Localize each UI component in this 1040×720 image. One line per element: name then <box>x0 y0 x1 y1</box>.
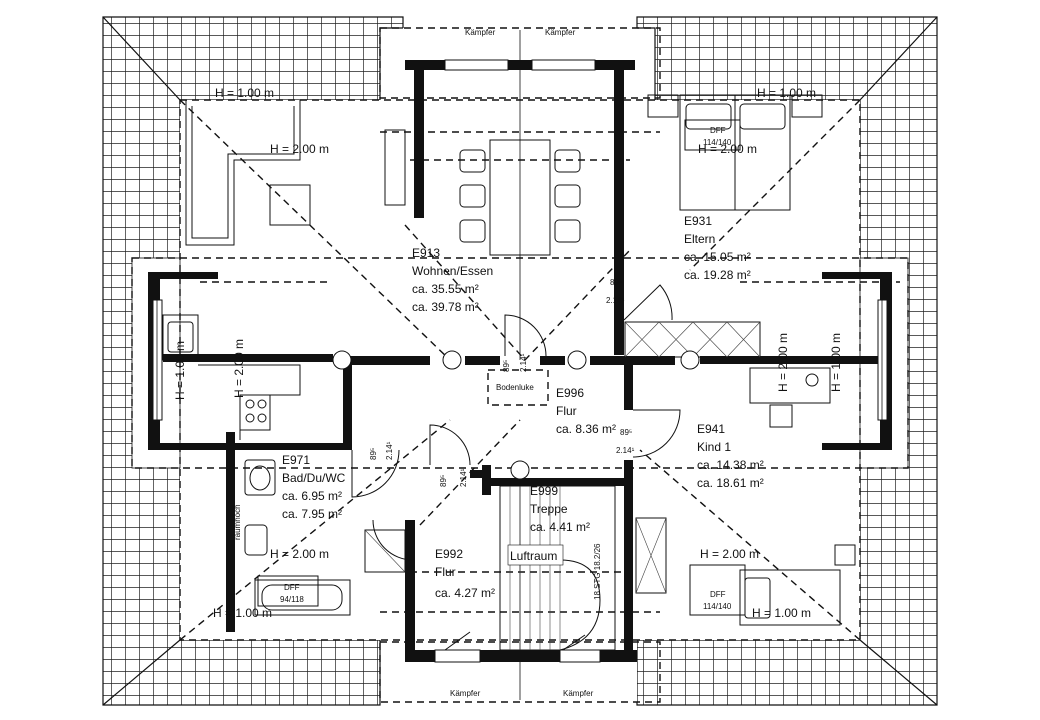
door-width-label: 89⁵ <box>502 360 511 372</box>
height-label: H = 2.00 m <box>232 339 246 398</box>
door-width-label: 89⁵ <box>610 278 622 287</box>
kaempfer-label: Kämpfer <box>450 689 481 698</box>
door-height-label: 2.14¹ <box>606 296 625 305</box>
dff-size-label: 114/140 <box>703 138 732 147</box>
room-id-e992: E992 <box>435 547 463 561</box>
room-labels: E913 Wohnen/Essen ca. 35.55 m² ca. 39.78… <box>282 214 764 600</box>
room-area1-e996: ca. 8.36 m² <box>556 422 616 436</box>
room-name-e996: Flur <box>556 404 577 418</box>
misc-labels: Kämpfer Kämpfer Kämpfer Kämpfer Bodenluk… <box>233 28 732 698</box>
height-label: H = 1.00 m <box>173 341 187 400</box>
height-label: H = 1.00 m <box>213 606 272 620</box>
room-area2-e913: ca. 39.78 m² <box>412 300 479 314</box>
kaempfer-label: Kämpfer <box>465 28 496 37</box>
stair-label: 18 STG 18.2/26 <box>593 543 602 600</box>
height-label: H = 2.00 m <box>776 333 790 392</box>
room-area1-e931: ca. 15.05 m² <box>684 250 751 264</box>
height-label: H = 2.00 m <box>270 547 329 561</box>
door-height-label: 2.14¹ <box>616 446 635 455</box>
dff-size-label: 114/140 <box>703 602 732 611</box>
room-id-e999: E999 <box>530 484 558 498</box>
kaempfer-label: Kämpfer <box>563 689 594 698</box>
room-area1-e971: ca. 6.95 m² <box>282 489 342 503</box>
door-height-label: 2.14¹ <box>519 353 528 372</box>
room-id-e971: E971 <box>282 453 310 467</box>
door-height-label: 2.14¹ <box>385 441 394 460</box>
height-label: H = 1.00 m <box>829 333 843 392</box>
height-labels: H = 1.00 m H = 2.00 m H = 1.00 m H = 2.0… <box>173 86 843 620</box>
room-id-e931: E931 <box>684 214 712 228</box>
room-area1-e941: ca. 14.38 m² <box>697 458 764 472</box>
room-name-e941: Kind 1 <box>697 440 731 454</box>
room-area1-e992: ca. 4.27 m² <box>435 586 495 600</box>
luftraum-label: Luftraum <box>510 549 557 563</box>
door-height-label: 2.14¹ <box>459 468 468 487</box>
room-id-e941: E941 <box>697 422 725 436</box>
room-id-e996: E996 <box>556 386 584 400</box>
height-label: H = 1.00 m <box>752 606 811 620</box>
raumhoch-label: raumhoch <box>233 504 242 540</box>
room-area1-e999: ca. 4.41 m² <box>530 520 590 534</box>
height-label: H = 2.00 m <box>698 142 757 156</box>
height-label: H = 1.00 m <box>757 86 816 100</box>
room-name-e931: Eltern <box>684 232 715 246</box>
windows <box>152 59 888 663</box>
door-width-label: 89⁵ <box>439 475 448 487</box>
door-width-label: 89⁵ <box>369 448 378 460</box>
height-label: H = 2.00 m <box>700 547 759 561</box>
room-name-e971: Bad/Du/WC <box>282 471 346 485</box>
room-id-e913: E913 <box>412 246 440 260</box>
furniture <box>162 94 856 651</box>
room-name-e992: Flur <box>435 565 456 579</box>
dff-label: DFF <box>710 590 726 599</box>
dff-label: DFF <box>710 126 726 135</box>
bodenluke-label: Bodenluke <box>496 383 534 392</box>
door-width-label: 89⁵ <box>620 428 632 437</box>
room-name-e999: Treppe <box>530 502 568 516</box>
room-area2-e971: ca. 7.95 m² <box>282 507 342 521</box>
height-label: H = 2.00 m <box>270 142 329 156</box>
dff-size-label: 94/118 <box>280 595 304 604</box>
dff-label: DFF <box>284 583 300 592</box>
room-area2-e931: ca. 19.28 m² <box>684 268 751 282</box>
room-area1-e913: ca. 35.55 m² <box>412 282 479 296</box>
height-label: H = 1.00 m <box>215 86 274 100</box>
room-name-e913: Wohnen/Essen <box>412 264 493 278</box>
room-area2-e941: ca. 18.61 m² <box>697 476 764 490</box>
kaempfer-label: Kämpfer <box>545 28 576 37</box>
